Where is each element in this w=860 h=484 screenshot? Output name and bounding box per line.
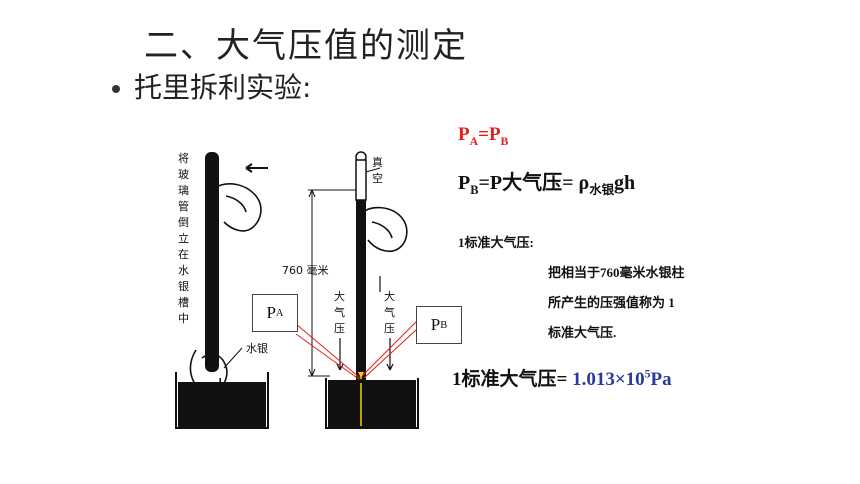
callout-b-lines xyxy=(361,319,419,379)
atm2-0: 大 xyxy=(384,289,395,303)
left-vertical-text: 将 玻 璃 管 倒 立 在 水 银 槽 中 xyxy=(178,152,189,325)
standard-value: 1标准大气压= 1.013×105Pa xyxy=(452,364,672,391)
atm1-0: 大 xyxy=(334,289,345,303)
vacuum-pointer xyxy=(365,167,381,173)
definition-line-1: 把相当于760毫米水银柱 xyxy=(548,265,685,280)
left-upper-hand xyxy=(213,183,262,232)
standard-value-mantissa: 1.013×10 xyxy=(572,369,645,390)
equation-pressure: PB=P大气压= ρ水银gh xyxy=(458,166,635,198)
atm2-2: 压 xyxy=(384,322,395,335)
vtext-1: 玻 xyxy=(178,168,189,181)
mercury-label: 水银 xyxy=(246,341,268,355)
arrow-icon xyxy=(245,163,268,173)
equation-pa-pb: PA=PB xyxy=(458,124,508,149)
eq2-p: P xyxy=(458,172,471,194)
right-trough xyxy=(325,378,419,429)
left-tube xyxy=(205,152,219,372)
callout-pa-sub: A xyxy=(275,307,284,319)
vtext-3: 管 xyxy=(178,199,189,213)
vtext-6: 在 xyxy=(178,248,189,261)
callout-pb-main: P xyxy=(430,315,441,334)
vtext-0: 将 xyxy=(178,152,189,165)
eq1-b: P xyxy=(488,124,501,145)
eq1-a: P xyxy=(458,124,470,145)
standard-definition: 把相当于760毫米水银柱 所产生的压强值称为 1 标准大气压. xyxy=(548,258,738,348)
vtext-10: 中 xyxy=(178,312,189,325)
standard-value-prefix: 1标准大气压= xyxy=(452,369,573,390)
definition-line-3: 标准大气压. xyxy=(548,325,617,340)
vtext-8: 银 xyxy=(178,279,189,293)
vtext-7: 水 xyxy=(178,264,189,277)
vtext-2: 璃 xyxy=(178,183,189,197)
vacuum-space xyxy=(355,159,367,201)
atm2-1: 气 xyxy=(384,305,395,319)
eq1-a-sub: A xyxy=(469,134,479,148)
definition-line-2: 所产生的压强值称为 1 xyxy=(548,295,675,310)
eq2-rho-sub: 水银 xyxy=(589,183,614,197)
eq2-rest: =P大气压= ρ xyxy=(478,172,590,194)
vacuum-label-top: 真 xyxy=(372,155,383,169)
yellow-marker-a xyxy=(358,372,364,378)
callout-pa-main: P xyxy=(266,303,276,322)
vtext-5: 立 xyxy=(178,231,189,245)
right-hand xyxy=(359,206,408,253)
left-trough xyxy=(175,372,269,429)
point-b xyxy=(359,379,363,383)
callout-pb-sub: B xyxy=(440,319,448,331)
standard-label: 1标准大气压: xyxy=(458,235,534,250)
atm1-1: 气 xyxy=(334,305,345,319)
eq1-eq: = xyxy=(478,124,489,145)
standard-value-number: 1.013×105Pa xyxy=(572,367,672,390)
vtext-4: 倒 xyxy=(178,216,189,229)
height-label: 760 毫米 xyxy=(282,263,329,277)
bullet-item: 托里拆利实验: xyxy=(112,66,311,106)
eq2-gh: gh xyxy=(613,172,636,194)
vacuum-label-bottom: 空 xyxy=(372,171,383,185)
bullet-text: 托里拆利实验: xyxy=(134,71,312,104)
mercury-pointer xyxy=(223,347,243,369)
bullet-icon xyxy=(112,85,120,93)
standard-value-unit: Pa xyxy=(650,369,672,390)
right-tube-mercury xyxy=(356,200,366,390)
height-arrows xyxy=(308,189,316,377)
atm1-2: 压 xyxy=(334,322,345,335)
eq1-b-sub: B xyxy=(500,134,509,148)
vtext-9: 槽 xyxy=(178,296,189,309)
left-mercury xyxy=(178,382,266,427)
slide-title: 二、大气压值的测定 xyxy=(144,28,468,65)
standard-value-exp: 5 xyxy=(644,367,651,381)
callout-a-lines xyxy=(295,323,361,381)
right-mercury xyxy=(328,380,416,427)
eq2-p-sub: B xyxy=(470,183,479,197)
